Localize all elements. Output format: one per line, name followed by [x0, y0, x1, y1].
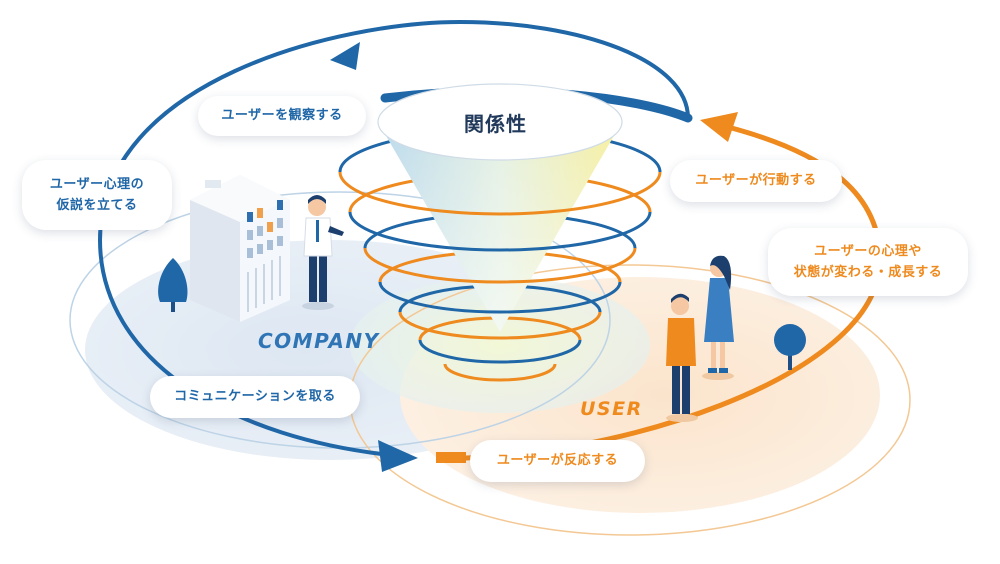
- company-zone-label: COMPANY: [258, 329, 380, 353]
- funnel-top-ellipse: [377, 83, 623, 161]
- step-user-changes: ユーザーの心理や 状態が変わる・成長する: [768, 228, 968, 296]
- funnel-cone-shade: [378, 122, 622, 332]
- user-zone-label: USER: [580, 398, 643, 420]
- spiral-front: [338, 171, 662, 382]
- center-title: 関係性: [464, 112, 527, 136]
- man-user-icon: [666, 293, 698, 422]
- woman-user-icon: [702, 255, 734, 380]
- step-user-reacts-label: ユーザーが反応する: [496, 453, 619, 469]
- step-communicate: コミュニケーションを取る: [150, 376, 360, 418]
- center-glow: [350, 277, 650, 413]
- step-observe-user-label: ユーザーを観察する: [221, 108, 343, 124]
- step-user-changes-line1: ユーザーの心理や: [814, 243, 922, 259]
- user-arc-start-cap: [436, 452, 466, 463]
- company-bottom-arrowhead: [378, 440, 418, 472]
- user-top-arrowhead: [700, 112, 738, 142]
- step-communicate-label: コミュニケーションを取る: [174, 389, 336, 405]
- business-person-icon: [302, 195, 344, 310]
- step-observe-user: ユーザーを観察する: [198, 96, 366, 136]
- step-hypothesis-line2: 仮説を立てる: [56, 198, 138, 213]
- step-user-changes-line2: 状態が変わる・成長する: [793, 265, 943, 280]
- step-user-acts: ユーザーが行動する: [670, 160, 842, 202]
- step-hypothesis-line1: ユーザー心理の: [49, 176, 145, 192]
- tree-icon-company: [158, 258, 188, 312]
- company-top-arrowhead: [330, 42, 360, 70]
- step-user-reacts: ユーザーが反応する: [470, 440, 645, 482]
- step-user-acts-label: ユーザーが行動する: [695, 173, 817, 189]
- step-hypothesis: ユーザー心理の 仮説を立てる: [22, 160, 172, 230]
- office-building-icon: [190, 175, 290, 322]
- tree-icon-user: [774, 324, 806, 370]
